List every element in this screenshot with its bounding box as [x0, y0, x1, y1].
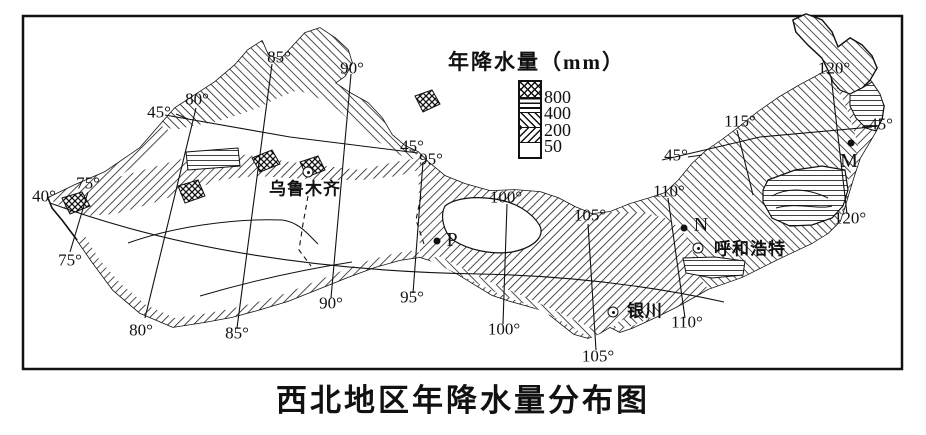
zone-kunlun-west-band — [77, 236, 232, 327]
zone-800-diamond-3 — [177, 179, 206, 204]
zone-800-diamond-1 — [251, 149, 281, 173]
legend-boundary-400: 400 — [544, 103, 571, 123]
legend-swatch-400-800 — [520, 97, 540, 112]
zone-altai-band — [160, 28, 418, 162]
zone-kunlun-east-band — [230, 250, 420, 317]
rivers — [127, 189, 833, 297]
graticule-meridians — [69, 63, 848, 351]
zone-800-diamond-4 — [414, 89, 441, 113]
figure-title: 西北地区年降水量分布图 — [276, 383, 650, 418]
zone-nw-border-band — [48, 125, 170, 205]
dashed-boundaries — [298, 195, 425, 267]
zone-yinchuan-east-band — [612, 303, 664, 328]
legend-swatch-50-200 — [520, 127, 540, 142]
zone-qilian-band — [428, 256, 600, 338]
legend-swatch-under-50 — [520, 142, 540, 157]
zone-tianshan-band — [62, 152, 418, 216]
legend-boundary-200: 200 — [544, 120, 571, 140]
precip-legend: 年降水量（mm） 800 400 200 50 — [448, 46, 638, 159]
legend-boundary-50: 50 — [544, 136, 562, 156]
map-frame-border — [21, 14, 904, 371]
zone-south-hohhot-400-800 — [682, 256, 746, 279]
graticule-parallels — [49, 113, 873, 303]
zone-tianshan-400-800 — [185, 147, 241, 171]
zone-inner-mongolia-200-400 — [610, 70, 858, 289]
legend-boundary-800: 800 — [544, 87, 571, 107]
legend-swatch-column — [518, 80, 542, 159]
zone-alxa-under-50 — [442, 197, 542, 254]
legend-swatch-over-800 — [520, 82, 540, 97]
zone-ne-edge-400-800 — [849, 81, 885, 132]
legend-swatch-200-400 — [520, 112, 540, 127]
legend-title: 年降水量（mm） — [448, 50, 625, 74]
zone-se-mongolia-400-800 — [762, 165, 849, 227]
